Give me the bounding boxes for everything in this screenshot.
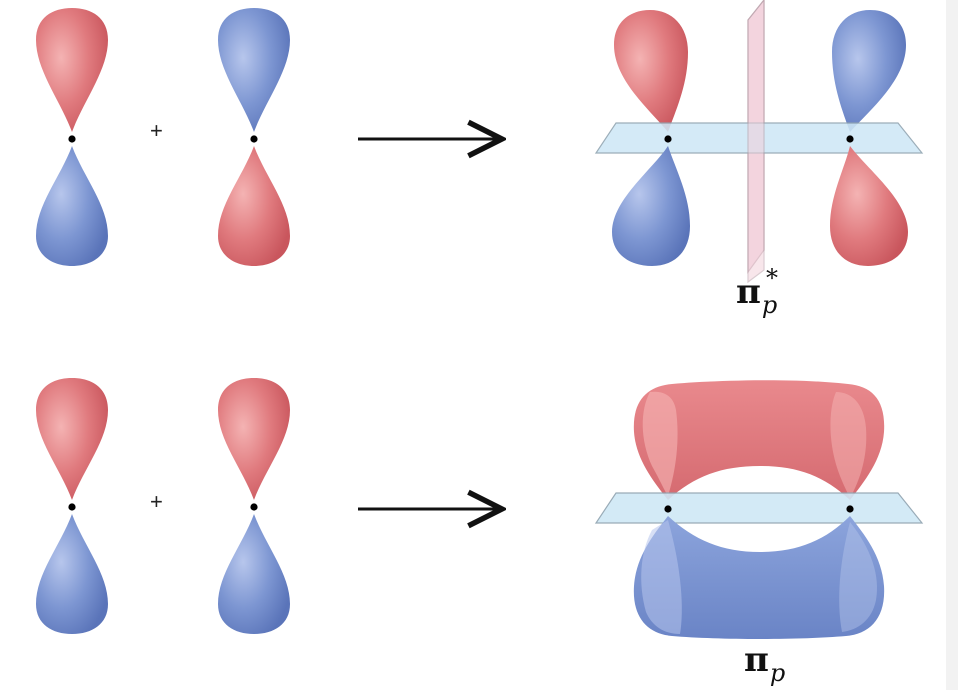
- plus-sign-row1: +: [150, 118, 163, 143]
- orbital-lobe-positive: [614, 10, 688, 132]
- orbital-lobe-negative: [612, 146, 690, 266]
- bonding-pi-orbital: [594, 380, 924, 639]
- label-subscript: p: [769, 659, 786, 687]
- plus-sign-row2: +: [150, 489, 163, 514]
- nucleus: [664, 505, 672, 513]
- orbital-lobe-positive: [36, 378, 108, 500]
- label-symbol: π: [744, 640, 769, 680]
- lobe-highlight: [830, 392, 867, 498]
- nucleus: [68, 503, 76, 511]
- label-subscript: p: [761, 291, 778, 319]
- vertical-nodal-plane-front: [747, 0, 765, 284]
- nucleus: [250, 135, 258, 143]
- label-symbol: π: [736, 272, 761, 312]
- orbital-lobe-positive: [633, 380, 885, 500]
- orbital-lobe-negative: [36, 146, 108, 266]
- bonding-label: πp: [744, 640, 785, 687]
- page-edge: [946, 0, 958, 690]
- orbital-lobe-negative: [218, 8, 290, 132]
- lobe-highlight: [642, 391, 678, 496]
- lobe-highlight: [641, 520, 682, 634]
- lobe-highlight: [839, 522, 877, 632]
- p-orbital-atom-a-row1: [36, 8, 108, 266]
- nucleus: [250, 503, 258, 511]
- p-orbital-atom-a-row2: [36, 378, 108, 634]
- orbital-lobe-positive: [830, 146, 908, 266]
- nucleus: [846, 135, 854, 143]
- nucleus: [846, 505, 854, 513]
- orbital-lobe-positive: [218, 378, 290, 500]
- nucleus: [68, 135, 76, 143]
- orbital-lobe-positive: [218, 146, 290, 266]
- p-orbital-atom-b-row1: [218, 8, 290, 266]
- p-orbital-atom-b-row2: [218, 378, 290, 634]
- horizontal-nodal-plane: [594, 492, 924, 524]
- antibonding-label: πp*: [736, 264, 778, 319]
- orbital-lobe-negative: [36, 514, 108, 634]
- orbital-lobe-negative: [218, 514, 290, 634]
- label-superscript: *: [766, 264, 778, 292]
- nucleus: [664, 135, 672, 143]
- orbital-lobe-negative: [832, 10, 906, 132]
- antibonding-pi-orbital: [594, 0, 924, 284]
- orbital-lobe-negative: [633, 516, 885, 639]
- orbital-lobe-positive: [36, 8, 108, 132]
